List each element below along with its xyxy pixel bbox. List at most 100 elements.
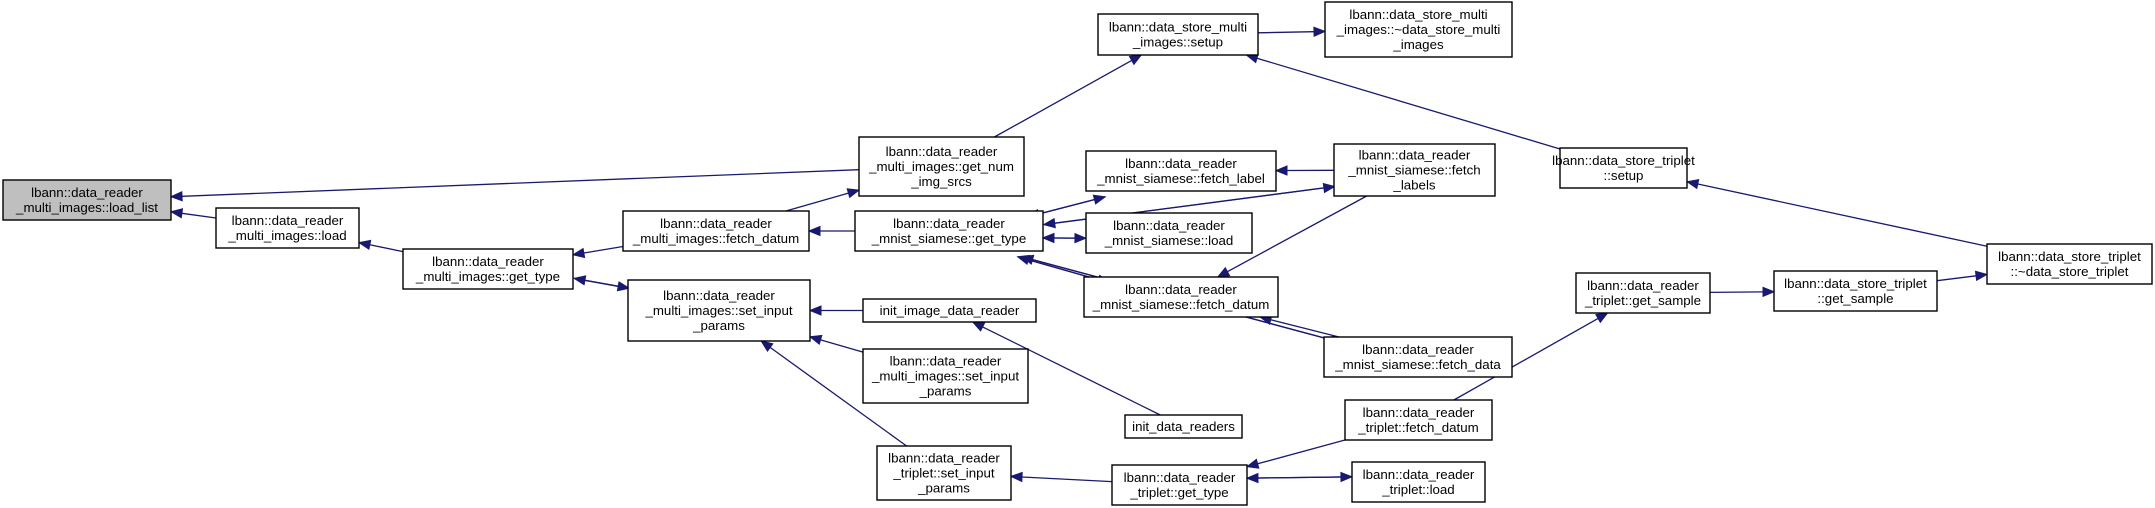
node-label: _multi_images::load — [227, 228, 346, 243]
node-label: lbann::data_reader — [1363, 467, 1475, 482]
node-label: lbann::data_store_triplet — [1552, 153, 1695, 168]
function-node[interactable]: lbann::data_reader_triplet::set_input_pa… — [876, 445, 1012, 501]
edge-line — [1936, 275, 1977, 282]
arrowhead-icon — [1274, 165, 1288, 176]
node-label: _multi_images::set_input — [644, 303, 792, 318]
arrowhead-icon — [1322, 182, 1337, 194]
call-edge — [1936, 270, 1989, 282]
node-label: _labels — [1392, 178, 1435, 193]
arrowhead-icon — [616, 281, 631, 292]
function-node[interactable]: lbann::data_store_triplet::get_sample — [1773, 270, 1938, 312]
function-node[interactable]: lbann::data_reader_multi_images::load — [215, 207, 360, 249]
function-node[interactable]: lbann::data_reader_multi_images::get_num… — [858, 136, 1025, 197]
node-box — [1085, 212, 1253, 254]
function-node[interactable]: lbann::data_reader_triplet::get_type — [1111, 464, 1248, 506]
node-label: _multi_images::get_type — [415, 269, 560, 284]
arrowhead-icon — [169, 208, 184, 219]
edge-line — [1246, 476, 1341, 479]
node-label: _images — [1392, 37, 1444, 52]
function-node[interactable]: lbann::data_reader_multi_images::set_inp… — [627, 279, 811, 342]
function-node[interactable]: lbann::data_reader_multi_images::get_typ… — [402, 248, 574, 290]
node-label: _params — [919, 384, 972, 399]
edge-line — [1227, 195, 1368, 273]
node-label: lbann::data_reader — [893, 216, 1005, 231]
function-node[interactable]: lbann::data_reader_triplet::get_sample — [1575, 272, 1711, 314]
arrowhead-icon — [169, 191, 183, 202]
edge-line — [820, 339, 864, 353]
edge-line — [1697, 183, 1988, 247]
call-edge — [1009, 471, 1113, 483]
node-label: _img_srcs — [910, 174, 972, 189]
call-edge — [1453, 312, 1609, 401]
node-box — [862, 298, 1037, 323]
call-edge — [169, 169, 860, 202]
function-node[interactable]: lbann::data_reader_mnist_siamese::fetch_… — [1085, 150, 1277, 192]
function-node[interactable]: init_image_data_reader — [862, 298, 1037, 323]
arrowhead-icon — [1009, 471, 1023, 483]
function-node[interactable]: lbann::data_reader_multi_images::fetch_d… — [622, 210, 810, 252]
arrowhead-icon — [1074, 232, 1088, 244]
node-box — [876, 445, 1012, 501]
node-label: lbann::data_store_multi — [1109, 20, 1247, 35]
node-box — [1111, 464, 1248, 506]
function-node[interactable]: lbann::data_reader_mnist_siamese::get_ty… — [854, 210, 1044, 252]
call-edge — [571, 245, 624, 259]
node-box — [622, 210, 810, 252]
node-label: _triplet::fetch_datum — [1357, 420, 1478, 435]
node-box — [862, 348, 1029, 404]
node-label: lbann::data_reader — [1113, 218, 1225, 233]
arrowhead-icon — [1313, 26, 1327, 37]
node-label: lbann::data_store_multi — [1349, 7, 1487, 22]
arrowhead-icon — [1974, 270, 1989, 282]
node-label: lbann::data_reader — [1587, 278, 1699, 293]
node-label: ::get_sample — [1817, 291, 1893, 306]
function-node[interactable]: lbann::data_reader_mnist_siamese::fetch_… — [1323, 336, 1513, 378]
arrowhead-icon — [1595, 312, 1609, 324]
edge-line — [769, 346, 907, 447]
arrowhead-icon — [1685, 178, 1700, 190]
function-node[interactable]: lbann::data_store_multi_images::setup — [1097, 13, 1259, 56]
node-label: _mnist_siamese::fetch_data — [1334, 357, 1501, 372]
arrowhead-icon — [808, 305, 822, 316]
node-label: lbann::data_reader — [890, 354, 1002, 369]
node-label: lbann::data_reader — [1362, 342, 1474, 357]
function-node[interactable]: init_data_readers — [1124, 414, 1243, 439]
call-edge — [357, 239, 404, 253]
arrowhead-icon — [1245, 458, 1260, 469]
node-box — [1324, 1, 1513, 58]
node-label: lbann::data_reader — [888, 451, 1000, 466]
node-box — [1351, 461, 1486, 503]
node-box — [1083, 276, 1279, 318]
node-label: lbann::data_reader — [660, 216, 772, 231]
arrowhead-icon — [1128, 54, 1143, 66]
node-box — [627, 279, 811, 342]
node-label: init_data_readers — [1132, 419, 1235, 434]
node-label: _params — [917, 481, 970, 496]
node-label: _triplet::get_sample — [1584, 293, 1701, 308]
call-edge — [169, 208, 217, 219]
function-node[interactable]: lbann::data_reader_triplet::load — [1351, 461, 1486, 503]
root-function-node[interactable]: lbann::data_reader_multi_images::load_li… — [2, 179, 172, 221]
function-node[interactable]: lbann::data_reader_mnist_siamese::fetch_… — [1083, 276, 1279, 318]
function-node[interactable]: lbann::data_store_multi_images::~data_st… — [1324, 1, 1513, 58]
node-label: _multi_images::fetch_datum — [632, 231, 799, 246]
node-box — [215, 207, 360, 249]
function-node[interactable]: lbann::data_reader_multi_images::set_inp… — [862, 348, 1029, 404]
node-label: lbann::data_store_triplet — [1998, 249, 2141, 264]
node-box — [1124, 414, 1243, 439]
call-edge — [573, 277, 631, 292]
node-label: lbann::data_reader — [432, 254, 544, 269]
function-node[interactable]: lbann::data_reader_triplet::fetch_datum — [1344, 399, 1493, 441]
arrowhead-icon — [357, 239, 372, 251]
node-box — [1773, 270, 1938, 312]
arrowhead-icon — [846, 188, 861, 199]
arrowhead-icon — [1340, 471, 1354, 483]
function-node[interactable]: lbann::data_store_triplet::setup — [1552, 147, 1695, 189]
call-edge — [1685, 178, 1988, 247]
edge-line — [369, 244, 404, 253]
call-edge — [1274, 165, 1335, 176]
function-node[interactable]: lbann::data_reader_mnist_siamese::fetch_… — [1333, 143, 1496, 197]
function-node[interactable]: lbann::data_reader_mnist_siamese::load — [1085, 212, 1253, 254]
function-node[interactable]: lbann::data_store_triplet::~data_store_t… — [1986, 243, 2153, 285]
node-label: lbann::data_reader — [31, 185, 143, 200]
